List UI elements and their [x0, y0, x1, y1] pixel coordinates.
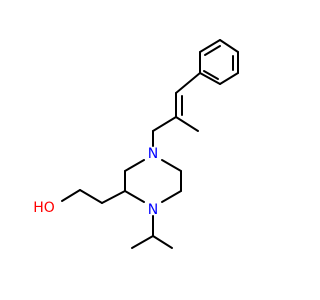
- bond: [124, 190, 145, 203]
- bond: [175, 116, 199, 132]
- isopropyl-group: [131, 215, 173, 249]
- bond: [152, 116, 177, 132]
- nitrogen-atom-label: N: [148, 202, 158, 218]
- nitrogen-atom-label: N: [148, 146, 158, 162]
- piperazine-ring: [124, 159, 182, 203]
- bond: [219, 39, 239, 53]
- phenyl-ring: [199, 39, 239, 85]
- hydroxyl-label: HO: [33, 200, 55, 216]
- bond: [124, 159, 145, 172]
- bond: [199, 39, 221, 53]
- bond: [219, 72, 239, 85]
- bond: [161, 159, 182, 172]
- bond: [175, 72, 201, 94]
- bond: [79, 189, 103, 204]
- bond: [204, 45, 221, 56]
- hydroxyethyl-chain: [61, 189, 126, 204]
- structure-canvas: N N HO: [33, 39, 239, 249]
- bond: [131, 235, 154, 249]
- bond: [161, 190, 182, 203]
- bond: [152, 235, 173, 249]
- bond: [61, 189, 81, 202]
- bond: [199, 72, 221, 85]
- alkenyl-chain: [152, 72, 201, 147]
- molecule-structure: N N HO: [33, 39, 239, 249]
- bond: [101, 190, 126, 204]
- bond: [203, 70, 219, 80]
